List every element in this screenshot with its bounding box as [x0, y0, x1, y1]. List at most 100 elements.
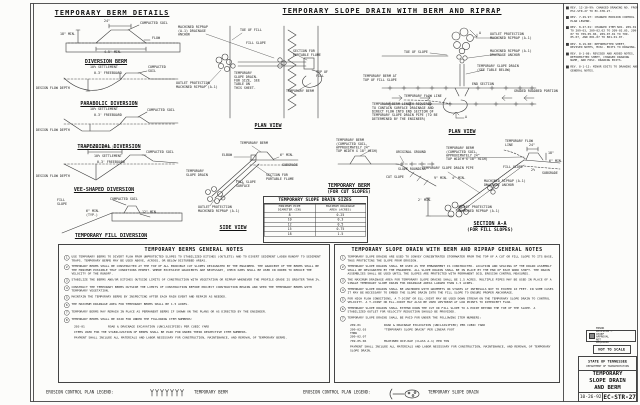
note-number: 7: [64, 309, 70, 316]
parabolic-settlement-label: 10% SETTLEMENT: [90, 65, 118, 70]
planfill-top-of-fill-label: TOP OF FILL: [316, 70, 328, 78]
sectionaa-4-dim: 4" MIN.: [452, 176, 466, 181]
checkbox-icon: [589, 333, 595, 339]
revision-text: REV. 8-19-08: REFORMATTED SHEET, REVISED…: [570, 42, 637, 50]
note-text: CONSTRUCT THE TEMPORARY BERMS OUTSIDE TH…: [71, 285, 312, 293]
pay-item-number: 209-02.03 THRU 209-02.07: [350, 327, 367, 339]
sectionaa-flow-line-label: TEMPORARY FLOW LINE: [505, 139, 533, 147]
revision-entry: REV. 8-27-01: CHANGED ITEM NOS. 209-01 T…: [566, 26, 638, 40]
vee-flow-depth-label: DESIGN FLOW DEPTH: [36, 174, 70, 179]
parabolic-soil-label: COMPACTED SOIL: [148, 65, 166, 73]
note-number: 2: [340, 264, 346, 270]
note-text: TEMPORARY SLOPE DRAINS SHALL BE PAID FOR…: [347, 315, 482, 320]
revision-entry: REV. 8-19-08: REFORMATTED SHEET, REVISED…: [566, 42, 638, 49]
cutberm-slope-rounding-label: SLOPE ROUNDING: [398, 167, 426, 172]
table-col-pipe-diameter: MINIMUM PIPE DIAMETER (IN): [264, 204, 316, 213]
pay-item-description: ROAD & DRAINAGE EXCAVATION (UNCLASSIFIED…: [384, 323, 486, 327]
plancut-section-letter-top: A: [479, 31, 481, 36]
temporary-slope-drain-symbol: [389, 388, 420, 400]
table-col-drainage-area: MAXIMUM DRAINAGE AREA (ACRES): [314, 204, 366, 213]
plancut-berm-length-note: TEMPORARY BERM LENGTH REQUIRED TO CONTAI…: [372, 102, 438, 122]
drawing-title-block: TEMPORARY SLOPE DRAIN AND BERM: [579, 371, 636, 393]
slope-drain-general-notes-panel: TEMPORARY SLOPE DRAIN WITH BERM AND RIPR…: [334, 244, 560, 383]
outlet-riprap-cluster: [215, 53, 236, 72]
trapezoidal-freeboard-label: 0.3' FREEBOARD: [94, 113, 122, 118]
drawing-title-line: AND BERM: [594, 384, 621, 391]
section-aa-drawing: [425, 146, 561, 218]
pay-item-description: MACHINED RIP-RAP (CLASS A-1) PER TON: [384, 339, 450, 344]
sectionaa-anchor-label: MACHINED RIPRAP (A-1) DRAINAGE ANCHOR: [484, 179, 526, 187]
cutberm-berm-label: TEMPORARY BERM (COMPACTED SOIL, APPROXIM…: [336, 138, 378, 154]
planfill-outlet-label: OUTLET PROTECTION MACHINED RIPRAP (A-1): [176, 81, 218, 89]
revision-text: REV. 8-1-12: MINOR EDITS TO DRAWING AND …: [570, 65, 638, 73]
berm-legend-label: EROSION CONTROL PLAN LEGEND:: [46, 390, 114, 395]
note-text: TEMPORARY SLOPE DRAINS SHALL EXTEND DOWN…: [347, 306, 536, 314]
temporary-fill-diversion-drawing: [61, 199, 183, 234]
pay-item-row: 209-01 ROAD & DRAINAGE EXCAVATION (UNCLAS…: [350, 323, 554, 327]
note-number: 1: [64, 255, 70, 261]
pay-item-number: 209-01: [350, 323, 361, 327]
note-text: TEMPORARY SLOPE DRAINS SHALL BE USED AS …: [347, 264, 552, 276]
planfill-drain-label: TEMPORARY SLOPE DRAIN. FOR SIZE, SEE TAB…: [234, 71, 260, 91]
cutberm-caption: TEMPORARY BERM: [327, 183, 371, 189]
sideview-caption: SIDE VIEW: [219, 225, 247, 231]
note-text: THE MAXIMUM DRAINAGE AREA FOR TEMPORARY …: [347, 277, 552, 285]
planfill-toe-label: TOE OF FILL: [240, 28, 262, 33]
vee-shaped-diversion-title: VEE-SHAPED DIVERSION: [73, 187, 135, 193]
sectionaa-pipe-label: TEMPORARY SLOPE DRAIN PIPE: [422, 166, 474, 171]
not-to-scale-text: NOT TO SCALE: [598, 347, 626, 352]
diversion-top-width-dim: 24": [104, 19, 110, 24]
slope-drain-heading: TEMPORARY SLOPE DRAIN WITH BERM AND RIPR…: [282, 7, 502, 15]
revision-history-list: REV. 12-10-99: CHANGED DRAWING NO. FROM …: [566, 6, 638, 75]
note-text: USE TEMPORARY BERMS TO DIVERT FLOW FROM …: [71, 255, 321, 263]
diversion-berm-title: DIVERSION BERM: [84, 59, 128, 65]
planfill-fill-slope-label: FILL SLOPE: [246, 41, 266, 46]
sectionaa-6-dim: 6" MIN.: [549, 159, 563, 164]
plan-view-cut-drawing: [381, 27, 537, 119]
pay-item-row: 709-05.06 MACHINED RIP-RAP (CLASS A-1) PE…: [350, 340, 554, 344]
plancut-toe-label: TOE OF SLOPE: [404, 50, 428, 55]
trapezoidal-flow-depth-label: DESIGN FLOW DEPTH: [36, 128, 70, 133]
vee-shaped-diversion-drawing: [63, 149, 179, 181]
anchor-riprap-cluster: [456, 54, 468, 64]
pay-item-description: ROAD & DRAINAGE EXCAVATION (UNCLASSIFIED…: [108, 324, 210, 329]
drainage-area-value: 1.5: [314, 231, 366, 237]
not-to-scale-box: NOT TO SCALE: [593, 345, 631, 354]
berms-notes-title: TEMPORARY BERMS GENERAL NOTES: [144, 247, 244, 253]
sectionaa-subgrade-label: SUBGRADE: [542, 171, 558, 176]
note-number: 3: [340, 277, 346, 284]
drawing-date: 10-26-92: [579, 393, 604, 402]
title-block-footer: 10-26-92 EC-STR-27: [579, 393, 636, 402]
note-number: 7: [340, 315, 346, 322]
sideview-elbow-label: ELBOW: [222, 153, 232, 158]
notes-footnote: ITEMS USED FOR THE STABILIZATION OF BERM…: [74, 330, 248, 334]
revision-text: REV. 8-27-01: CHANGED ITEM NOS. 209-01 T…: [570, 25, 638, 40]
trapezoidal-diversion-drawing: [63, 111, 179, 132]
note-number: 1: [340, 255, 346, 261]
temporary-fill-diversion-title: TEMPORARY FILL DIVERSION: [74, 233, 148, 239]
pay-item-number: 709-05.06: [350, 339, 367, 344]
fill-twelve-dim: 12" MIN.: [142, 210, 158, 215]
note-number: 8: [64, 317, 70, 323]
note-number: 4: [340, 287, 346, 293]
note-text: THE MAXIMUM DRAINAGE AREA FOR TEMPORARY …: [71, 302, 189, 306]
note-text: TEMPORARY BERMS SHALL BE PAID FOR UNDER …: [71, 317, 193, 321]
pipe-diameter-value: 18: [264, 231, 316, 237]
sectionaa-berm-label: TEMPORARY BERM (COMPACTED SOIL, APPROXIM…: [446, 146, 488, 162]
plancut-graded-roadbed-label: GRADED ROADBED PORTION: [514, 89, 558, 94]
revision-marker-icon: [566, 16, 569, 20]
fill-soil-label: COMPACTED SOIL: [110, 197, 138, 202]
sheet-border: [30, 3, 638, 402]
revision-text: REV. 7-29-97: CHANGED EROSION CONTROL PL…: [570, 15, 635, 23]
diversion-flow-label: FLOW: [152, 36, 160, 41]
temporary-berm-symbol: [150, 389, 184, 397]
